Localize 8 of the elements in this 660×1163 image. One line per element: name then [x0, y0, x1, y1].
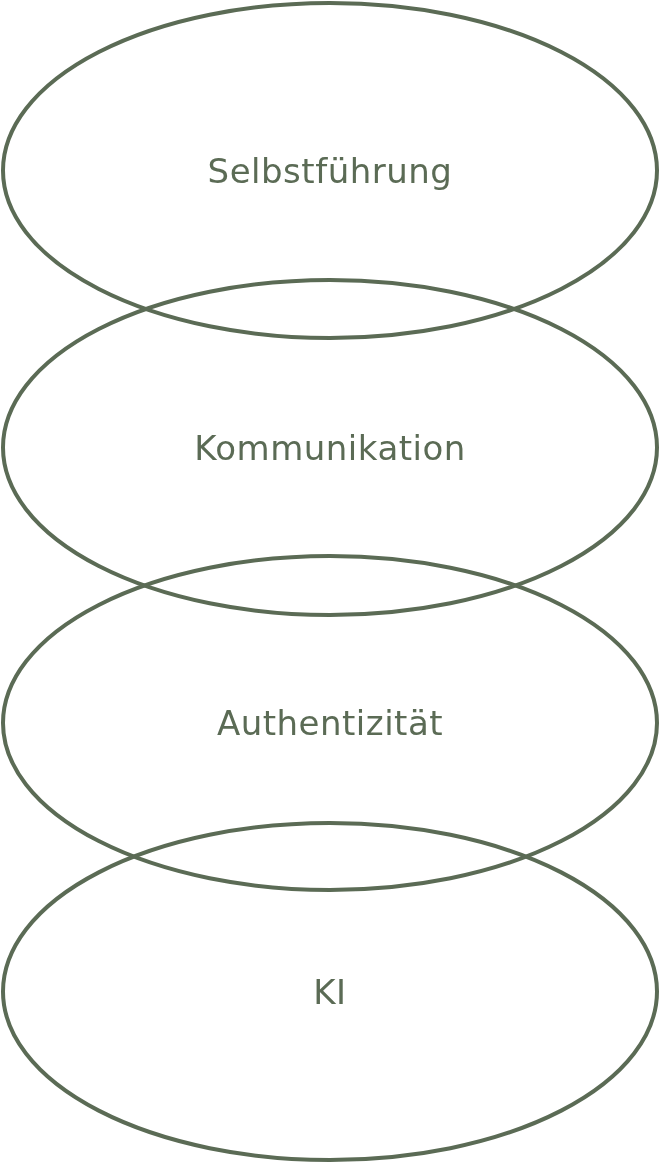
node-label: KI — [313, 971, 347, 1012]
node-label: Kommunikation — [194, 427, 466, 468]
node-label: Authentizität — [216, 703, 444, 743]
oval-node — [3, 823, 657, 1160]
oval-node — [3, 556, 657, 890]
oval-node — [3, 280, 657, 615]
node-label: Selbstführung — [207, 150, 453, 191]
oval-node — [3, 3, 657, 338]
